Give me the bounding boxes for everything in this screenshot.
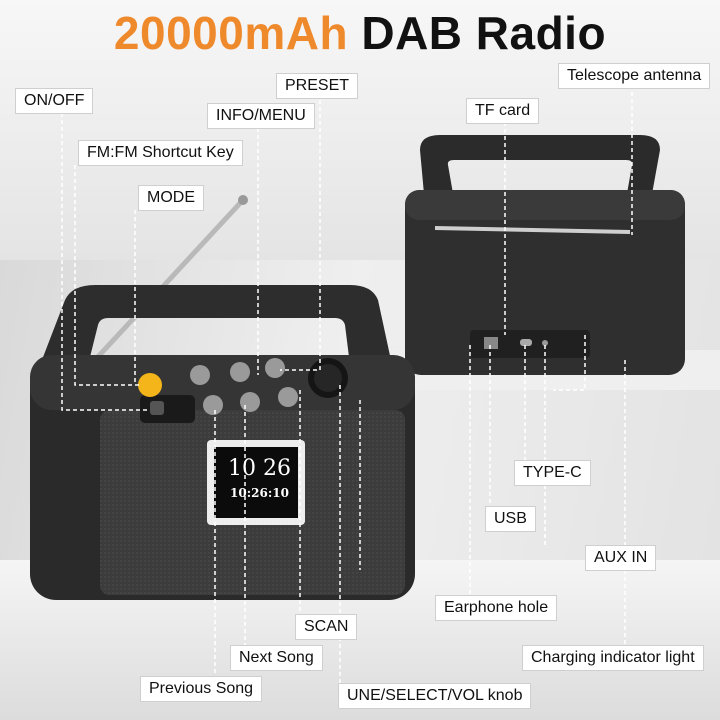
label-scan: SCAN [295, 614, 358, 640]
label-on-off: ON/OFF [15, 88, 94, 114]
lcd-date: 10 26 [228, 456, 291, 481]
label-usb: USB [485, 506, 536, 532]
label-next-song: Next Song [230, 645, 323, 671]
front-radio [30, 195, 415, 600]
label-fm-shortcut: FM:FM Shortcut Key [78, 140, 243, 166]
back-radio [405, 135, 685, 375]
label-info-menu: INFO/MENU [207, 103, 315, 129]
label-type-c: TYPE-C [514, 460, 591, 486]
label-tf-card: TF card [466, 98, 540, 124]
title-product: DAB Radio [361, 7, 607, 59]
page-title: 20000mAh DAB Radio [0, 6, 720, 60]
label-previous-song: Previous Song [140, 676, 263, 702]
label-preset: PRESET [276, 73, 359, 99]
lcd-time: 10:26:10 [230, 486, 289, 500]
label-knob: UNE/SELECT/VOL knob [338, 683, 532, 709]
title-capacity: 20000mAh [113, 7, 349, 59]
label-earphone-hole: Earphone hole [435, 595, 558, 621]
label-telescope-antenna: Telescope antenna [558, 63, 711, 89]
label-aux-in: AUX IN [585, 545, 657, 571]
label-charging-indicator: Charging indicator light [522, 645, 704, 671]
label-mode: MODE [138, 185, 204, 211]
